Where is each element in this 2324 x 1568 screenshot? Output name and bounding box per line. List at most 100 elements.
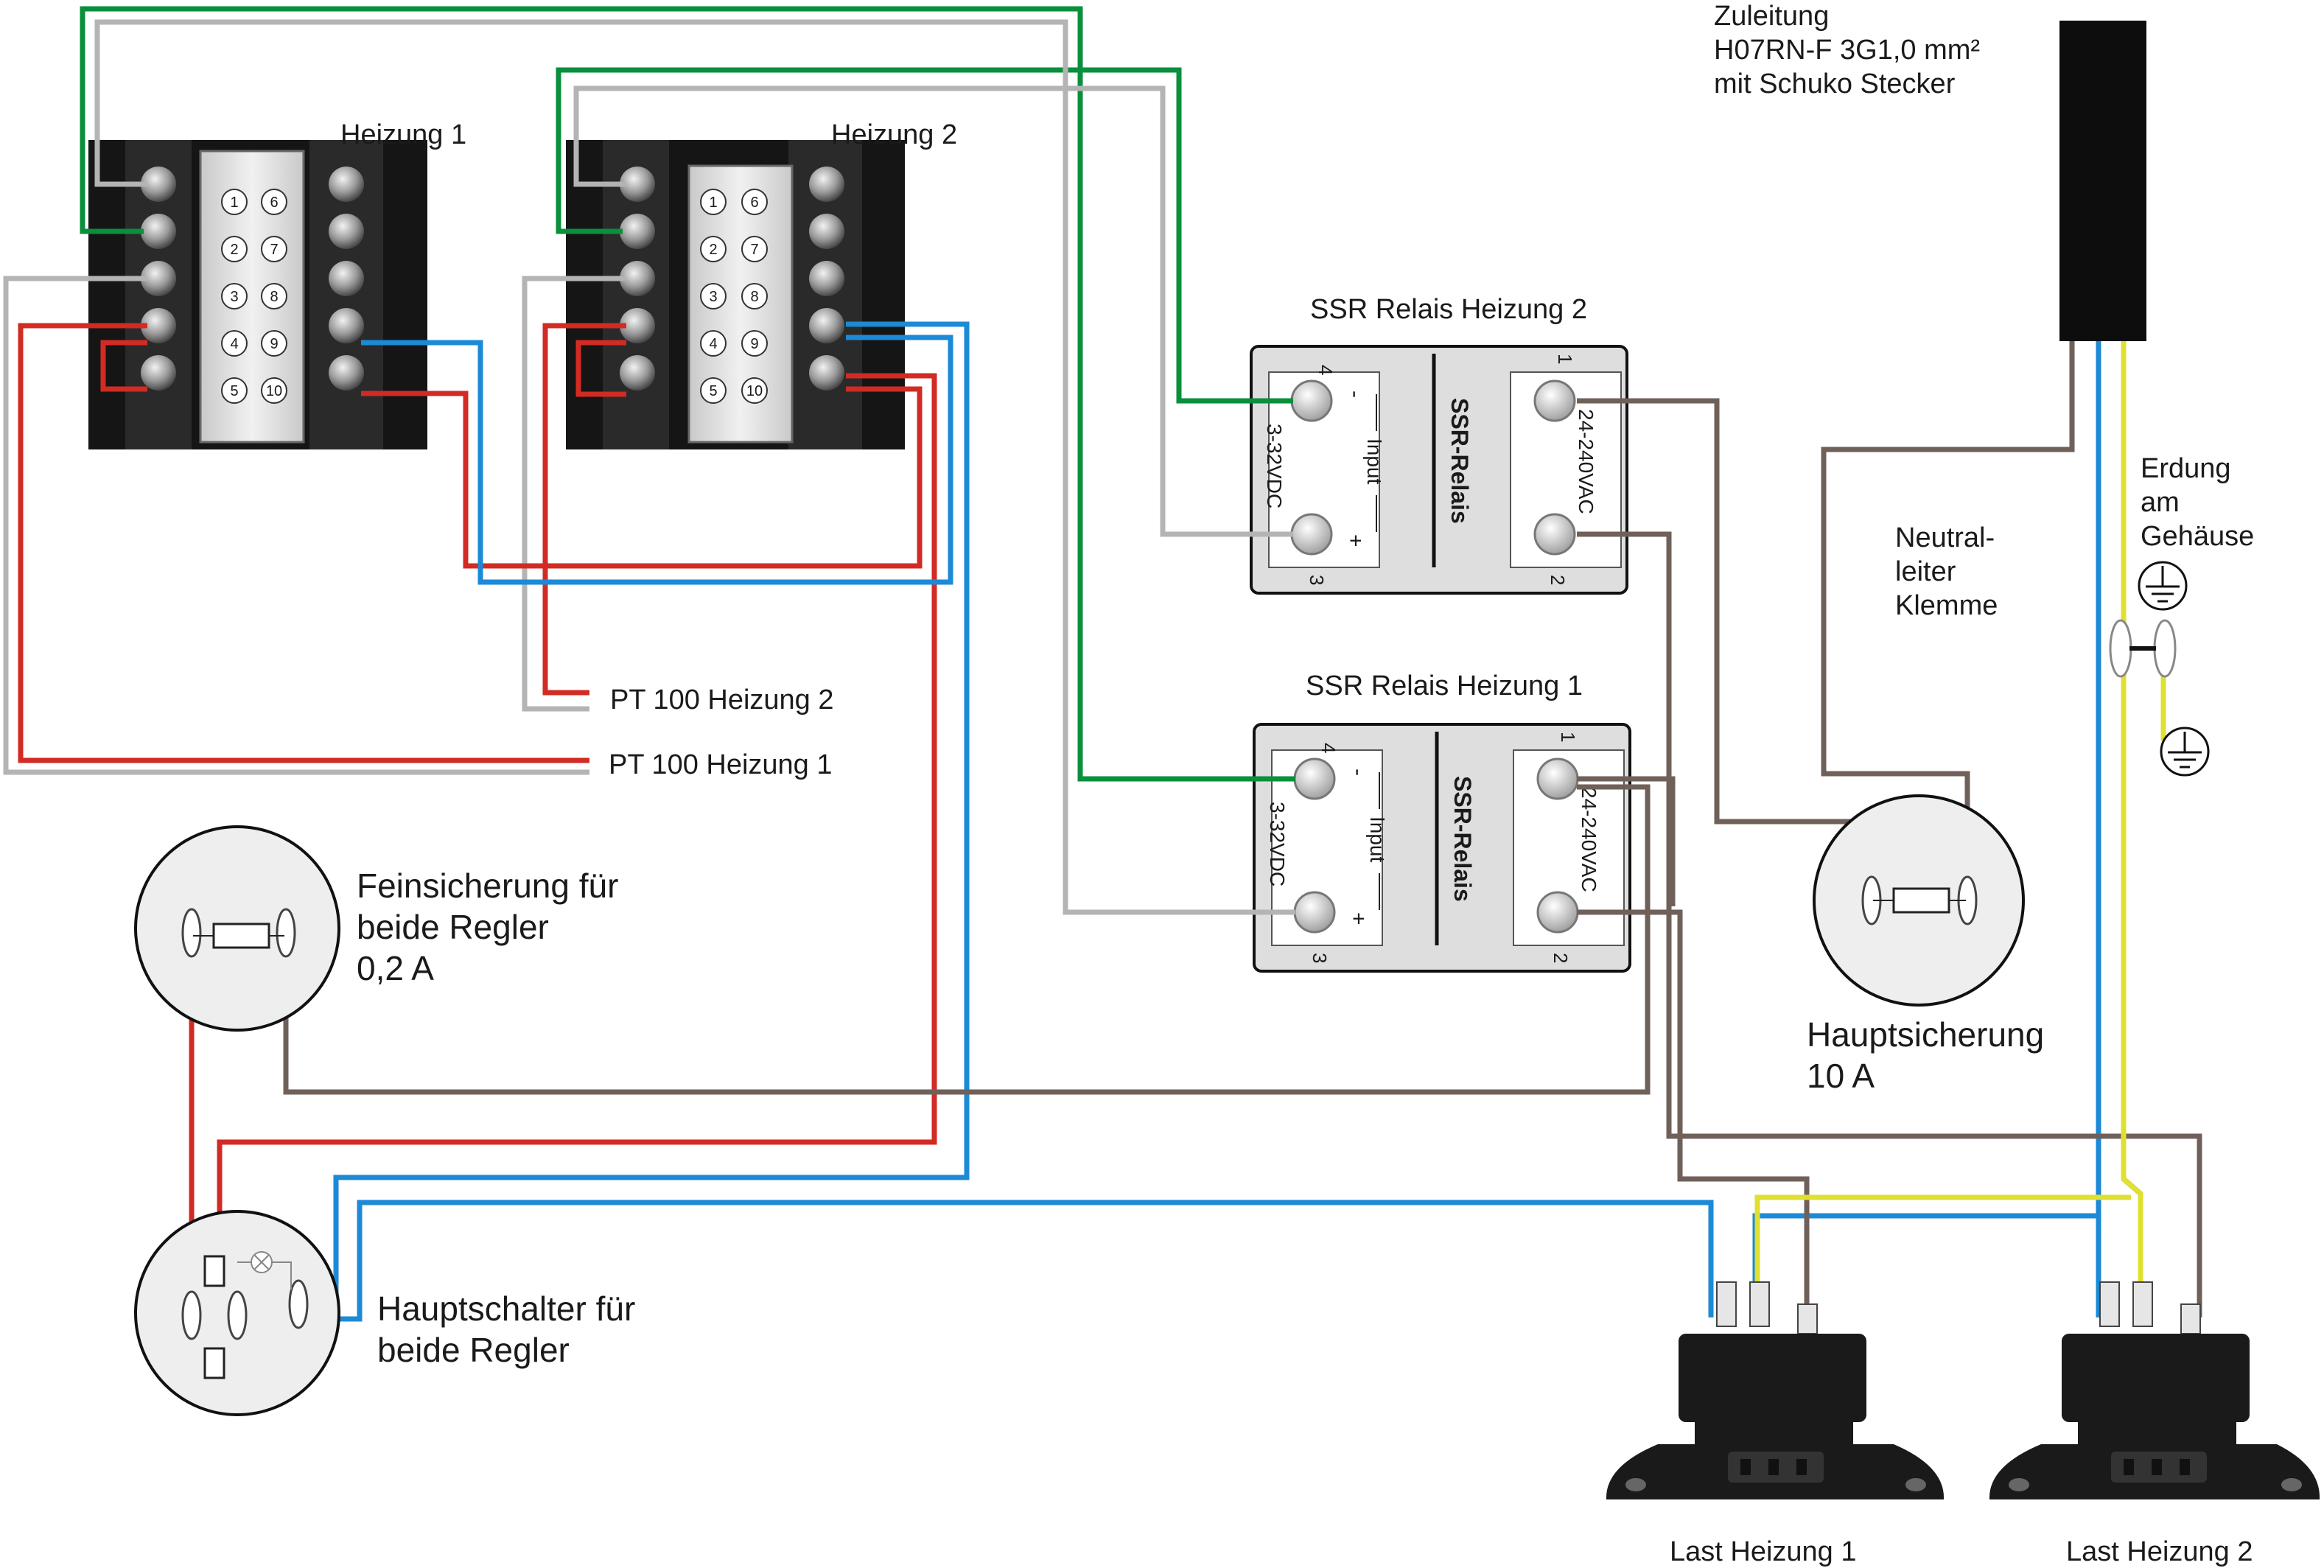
brown-wire-ssr1-bridge <box>1577 776 1676 906</box>
terminal-number: 5 <box>709 383 717 399</box>
fine-fuse-label-line3: 0,2 A <box>357 949 434 987</box>
red-wire-pt100-2 <box>542 323 626 696</box>
ssr-output-voltage: 24-240VAC <box>1575 409 1597 514</box>
earth-label-line2: am <box>2141 487 2180 518</box>
gray-wire-pt100-1 <box>3 276 589 775</box>
ssr-plus: + <box>1343 534 1368 547</box>
terminal-number: 8 <box>750 289 758 305</box>
main-fuse-label-line1: Hauptsicherung <box>1807 1015 2044 1054</box>
supply-label-line3: mit Schuko Stecker <box>1714 69 1956 99</box>
brown-wire-ssr2-load <box>1577 531 2202 1317</box>
terminal-number: 9 <box>270 336 278 352</box>
supply-label-line1: Zuleitung <box>1714 1 1829 32</box>
ssr-device-label: SSR-Relais <box>1446 398 1473 524</box>
fuse-icon <box>212 923 270 949</box>
terminal-number: 10 <box>746 383 763 399</box>
ssr-plus: + <box>1346 912 1371 925</box>
ssr-relais-heizung-1: 4 3 1 2 - + 3-32VDC Input SSR-Relais 24-… <box>1253 723 1631 973</box>
earth-wire-loads <box>1754 1194 2131 1297</box>
ssr-output-voltage: 24-240VAC <box>1578 787 1600 892</box>
fuse-icon <box>1892 887 1950 914</box>
brown-wire-fine-fuse <box>283 784 1651 1095</box>
earth-label-line1: Erdung <box>2141 453 2231 484</box>
neutral-label-line2: leiter <box>1895 556 1956 587</box>
terminal-number: 7 <box>270 242 278 258</box>
terminal-number: 8 <box>270 289 278 305</box>
terminal-number: 1 <box>709 195 717 211</box>
main-fuse <box>1813 794 2025 1007</box>
earth-label-line3: Gehäuse <box>2141 521 2254 552</box>
load-socket-heizung-2 <box>1989 1281 2320 1499</box>
terminal-number: 10 <box>266 383 282 399</box>
ssr-pin-label: 3 <box>1306 575 1328 585</box>
ssr-pin-label: 4 <box>1317 743 1340 753</box>
brown-wire-ssr1-load <box>1577 909 1810 1317</box>
red-wire-pt100-1 <box>18 323 589 763</box>
ssr-input-voltage: 3-32VDC <box>1266 802 1289 886</box>
terminal-screws-left <box>141 167 176 391</box>
brown-wire-supply-phase <box>1821 341 2075 897</box>
terminal-screws-right <box>809 167 844 391</box>
fine-fuse <box>134 825 340 1032</box>
supply-label-line2: H07RN-F 3G1,0 mm² <box>1714 35 1980 66</box>
controller-2-label: Heizung 2 <box>831 119 957 150</box>
red-wire-controller-1-power <box>361 386 923 569</box>
controller-heizung-1: 1 2 3 4 5 6 7 8 9 10 <box>88 140 427 449</box>
gray-wire-pt100-2 <box>522 276 626 712</box>
green-wire-controller-1 <box>80 6 1295 782</box>
supply-cable-plug <box>2059 21 2146 341</box>
ssr-pin-label: 1 <box>1554 354 1576 364</box>
neutral-label-line1: Neutral- <box>1895 522 1995 553</box>
ground-icon <box>2138 561 2188 611</box>
ssr-minus: - <box>1346 769 1371 776</box>
main-fuse-label-line2: 10 A <box>1807 1057 1875 1095</box>
terminal-number: 6 <box>750 195 758 211</box>
ssr-pin-label: 3 <box>1309 953 1331 963</box>
earth-wire-supply-stripe <box>2121 341 2143 1301</box>
pt100-heizung-2-label: PT 100 Heizung 2 <box>610 685 834 715</box>
ssr-device-label: SSR-Relais <box>1449 776 1476 902</box>
blue-wire-controller-2 <box>298 321 970 1322</box>
terminal-number: 2 <box>709 242 717 258</box>
gray-wire-controller-2 <box>573 85 1293 537</box>
terminal-number: 5 <box>230 383 238 399</box>
red-wire-bridge-1 <box>100 340 147 392</box>
main-switch-label-line1: Hauptschalter für <box>377 1289 635 1328</box>
terminal-number: 3 <box>230 289 238 305</box>
controller-heizung-2: 1 2 3 4 5 6 7 8 9 10 <box>566 140 905 449</box>
ground-icon <box>2160 727 2210 777</box>
ssr-pin-label: 2 <box>1547 575 1569 585</box>
terminal-screws-left <box>620 167 655 391</box>
terminal-number: 2 <box>230 242 238 258</box>
pt100-heizung-1-label: PT 100 Heizung 1 <box>609 749 833 780</box>
earth-clamp <box>2109 619 2177 678</box>
red-wire-controller-2-power <box>217 373 937 1317</box>
ssr-1-label: SSR Relais Heizung 1 <box>1306 671 1583 701</box>
terminal-number: 1 <box>230 195 238 211</box>
earth-wire-loads-stripe <box>1754 1194 2131 1297</box>
terminal-number: 3 <box>709 289 717 305</box>
ssr-minus: - <box>1343 391 1368 398</box>
ssr-pin-label: 2 <box>1550 953 1572 963</box>
ssr-pin-label: 1 <box>1557 732 1579 742</box>
green-wire-controller-2 <box>556 67 1293 404</box>
gray-wire-controller-1 <box>94 19 1295 915</box>
blue-wire-controller-1 <box>361 335 953 585</box>
main-switch-label-line2: beide Regler <box>377 1331 570 1369</box>
fine-fuse-label-line1: Feinsicherung für <box>357 867 618 905</box>
terminal-number: 4 <box>230 336 238 352</box>
terminal-number: 9 <box>750 336 758 352</box>
terminal-number: 4 <box>709 336 717 352</box>
ssr-pin-label: 4 <box>1315 365 1337 375</box>
ssr-input-text: Input <box>1363 438 1386 484</box>
controller-1-label: Heizung 1 <box>340 119 466 150</box>
terminal-number: 6 <box>270 195 278 211</box>
terminal-screws-right <box>329 167 364 391</box>
red-wire-bridge-2 <box>575 340 626 397</box>
load-2-label: Last Heizung 2 <box>2066 1536 2253 1567</box>
ssr-2-label: SSR Relais Heizung 2 <box>1310 294 1587 325</box>
ssr-input-text: Input <box>1366 816 1389 862</box>
ssr-relais-heizung-2: 4 3 1 2 - + 3-32VDC Input SSR-Relais 24-… <box>1250 345 1628 595</box>
load-1-label: Last Heizung 1 <box>1670 1536 1857 1567</box>
